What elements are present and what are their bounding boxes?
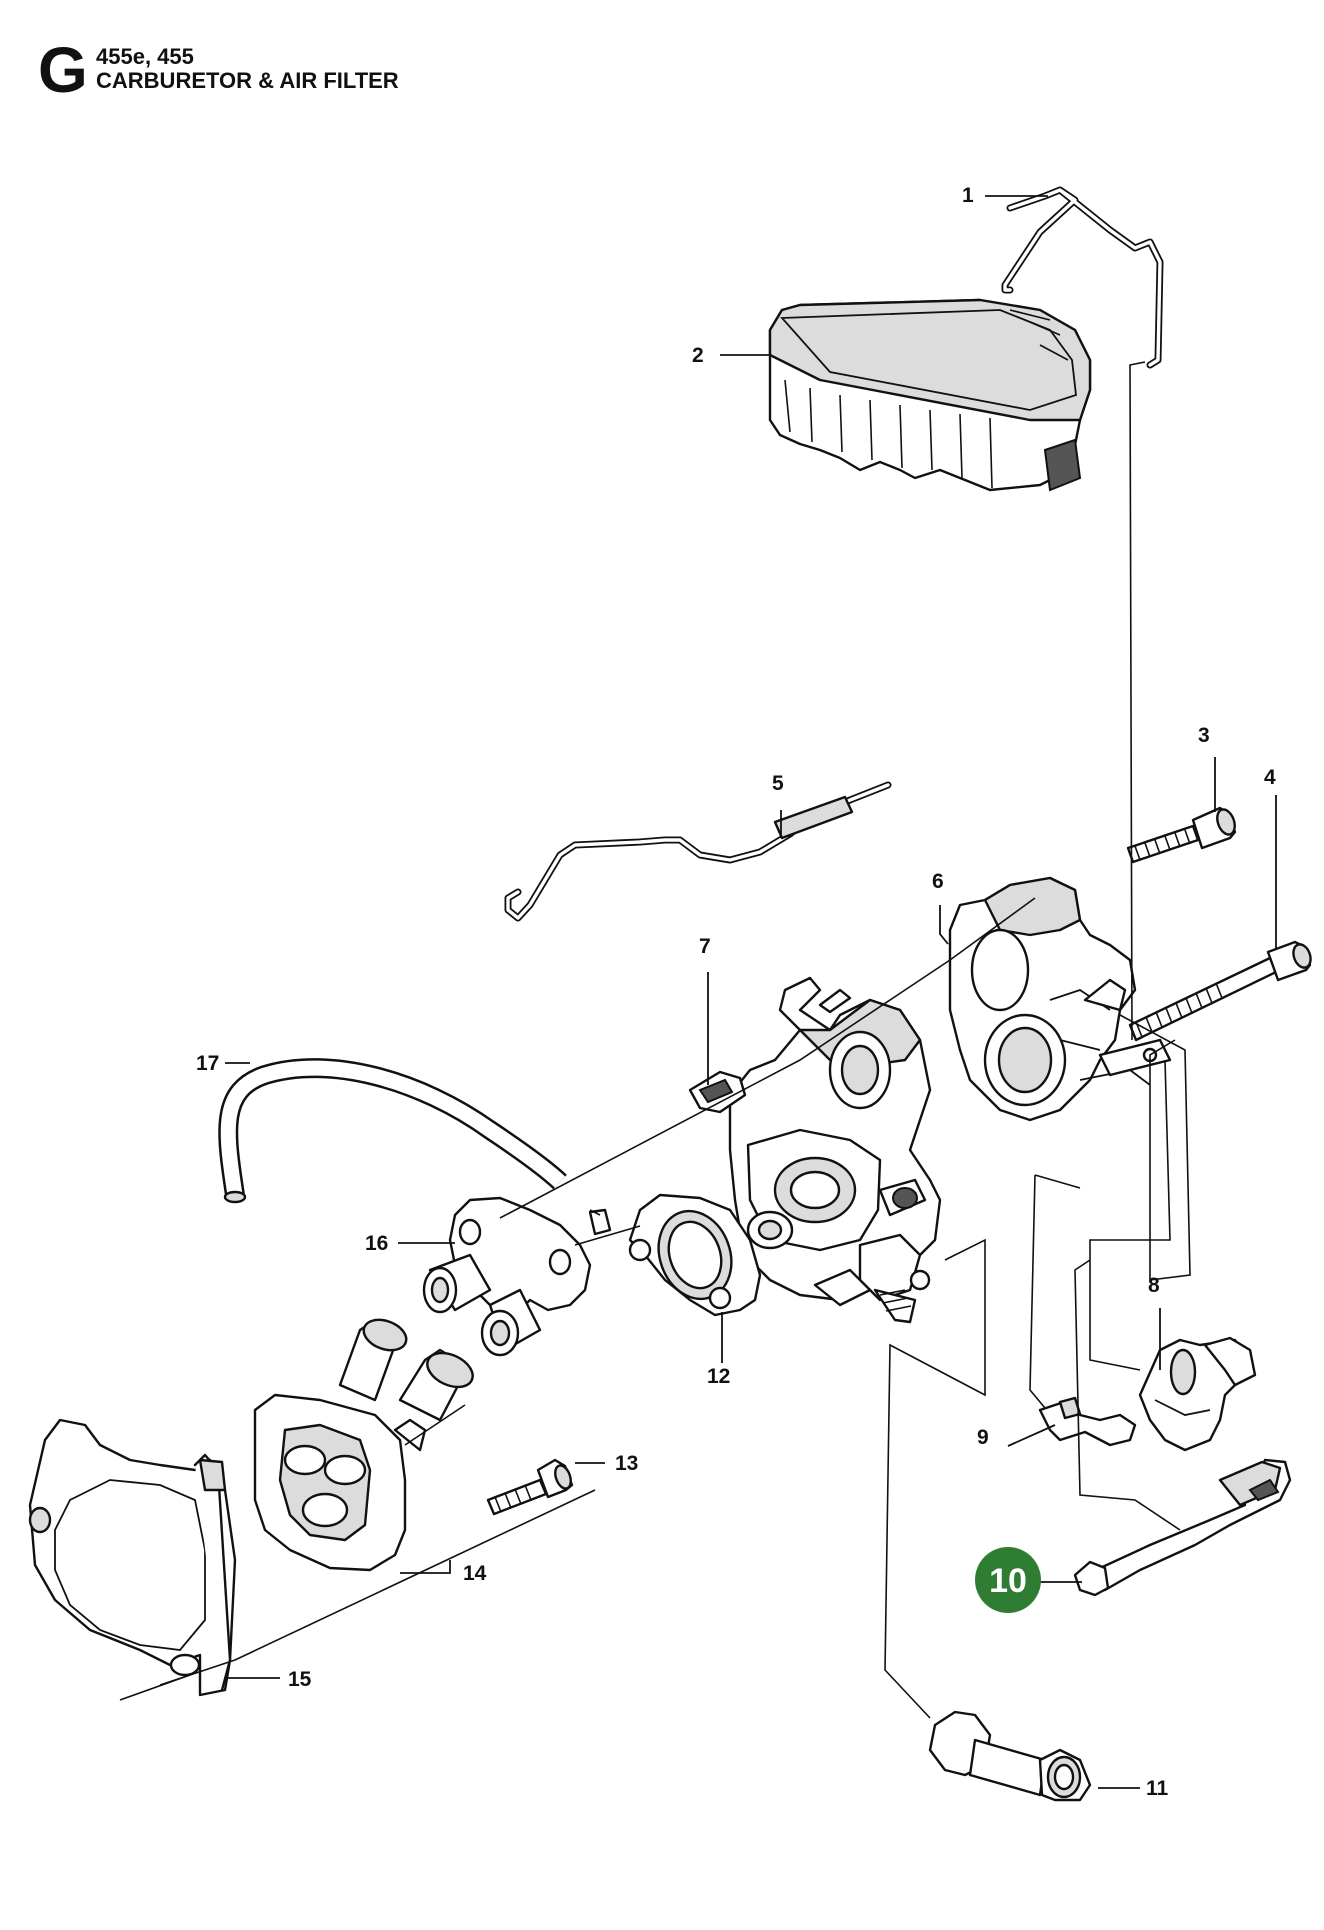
callout-16: 16 bbox=[365, 1232, 388, 1255]
callout-9: 9 bbox=[977, 1426, 989, 1449]
part-9-spring-clip bbox=[1038, 1396, 1137, 1447]
part-13-screw bbox=[486, 1458, 574, 1516]
part-1-wire-clip bbox=[1001, 186, 1164, 369]
callout-4: 4 bbox=[1264, 766, 1276, 789]
part-16-intake-manifold bbox=[422, 1196, 612, 1357]
callout-15: 15 bbox=[288, 1668, 312, 1691]
callout-8: 8 bbox=[1148, 1274, 1160, 1297]
part-15-filter-housing bbox=[28, 1418, 237, 1697]
model-numbers: 455e, 455 bbox=[96, 44, 194, 69]
callout-13: 13 bbox=[615, 1452, 638, 1475]
section-letter: G bbox=[38, 34, 88, 106]
part-4-bolt bbox=[1128, 940, 1312, 1042]
section-title: CARBURETOR & AIR FILTER bbox=[96, 68, 399, 93]
part-17-fuel-hose bbox=[218, 1058, 567, 1204]
callout-17: 17 bbox=[196, 1052, 219, 1075]
callout-3: 3 bbox=[1198, 724, 1210, 747]
part-8-choke-lever bbox=[1138, 1336, 1257, 1452]
callout-1: 1 bbox=[962, 184, 974, 207]
part-5-throttle-rod bbox=[504, 781, 892, 922]
callout-12: 12 bbox=[707, 1365, 730, 1388]
assembly-lines bbox=[119, 361, 1191, 1719]
callout-14: 14 bbox=[463, 1562, 487, 1585]
callout-6: 6 bbox=[932, 870, 944, 893]
part-11-grommet bbox=[928, 1710, 1092, 1802]
part-14-intake-boot bbox=[253, 1318, 474, 1572]
callout-10-highlight: 10 bbox=[975, 1547, 1041, 1613]
callout-10: 10 bbox=[989, 1562, 1027, 1600]
callout-2: 2 bbox=[692, 344, 704, 367]
callout-labels: 1 2 3 4 5 6 7 8 9 10 11 12 13 14 15 16 1… bbox=[196, 184, 1276, 1800]
callout-leaders bbox=[225, 195, 1277, 1789]
callout-7: 7 bbox=[699, 935, 711, 958]
part-6-intake-bracket bbox=[948, 876, 1172, 1122]
callout-5: 5 bbox=[772, 772, 784, 795]
part-2-air-filter-cover bbox=[768, 298, 1092, 492]
part-10-choke-rod bbox=[1073, 1458, 1292, 1597]
part-12-flange-gasket bbox=[628, 1193, 762, 1317]
part-3-bolt bbox=[1126, 806, 1237, 864]
highlight-badge bbox=[975, 1547, 1041, 1613]
callout-11: 11 bbox=[1146, 1777, 1169, 1800]
part-7-carburetor bbox=[688, 976, 942, 1324]
